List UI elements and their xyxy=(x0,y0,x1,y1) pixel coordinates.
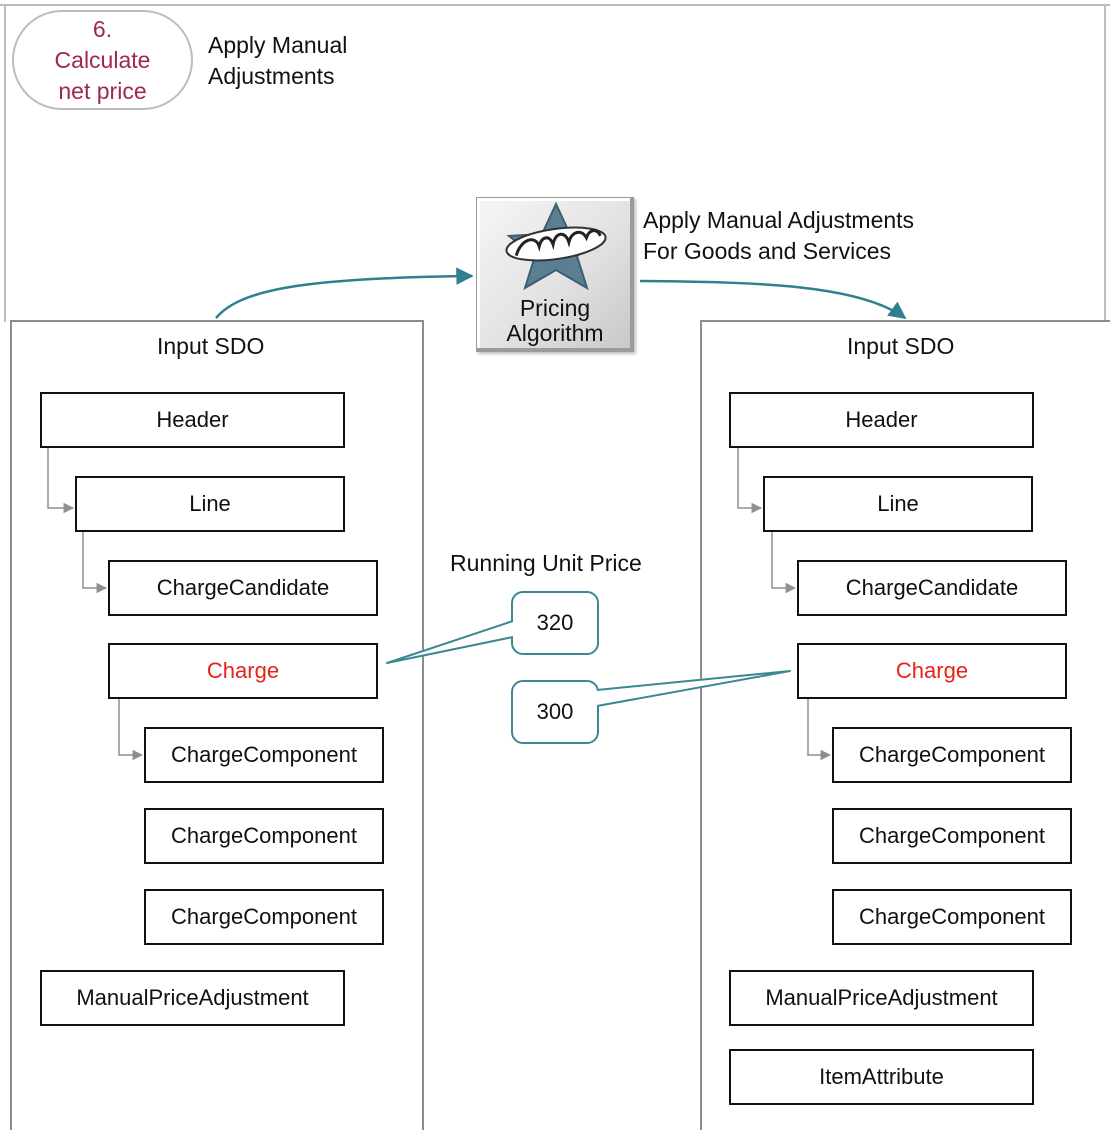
algorithm-caption: Apply Manual Adjustments For Goods and S… xyxy=(643,205,914,267)
right-node-charge: Charge xyxy=(797,643,1067,699)
algorithm-caption-line1: Apply Manual Adjustments xyxy=(643,207,915,233)
flow-arrow-from-algorithm xyxy=(639,279,907,320)
right-panel-title: Input SDO xyxy=(847,333,955,359)
left-node-charge-component-2: ChargeComponent xyxy=(144,808,384,864)
left-node-manual-price-adjustment: ManualPriceAdjustment xyxy=(40,970,345,1026)
right-node-manual-price-adjustment: ManualPriceAdjustment xyxy=(729,970,1034,1026)
step-title-line2: Adjustments xyxy=(208,63,335,89)
right-node-charge-candidate: ChargeCandidate xyxy=(797,560,1067,616)
algorithm-caption-line2: For Goods and Services xyxy=(643,238,892,264)
right-node-charge-component-2: ChargeComponent xyxy=(832,808,1072,864)
flow-arrow-to-algorithm xyxy=(215,267,474,319)
step-title: Apply Manual Adjustments xyxy=(208,30,347,92)
right-node-item-attribute: ItemAttribute xyxy=(729,1049,1034,1105)
groovy-star-logo-icon xyxy=(505,201,607,291)
step-label-line1: Calculate xyxy=(54,46,151,73)
left-node-header: Header xyxy=(40,392,345,448)
frame-left-border xyxy=(4,4,6,322)
pricing-algorithm-label-line1: Pricing xyxy=(519,295,591,321)
left-node-charge-component-1: ChargeComponent xyxy=(144,727,384,783)
left-panel-title: Input SDO xyxy=(157,333,265,359)
pricing-algorithm-label-line2: Algorithm xyxy=(506,320,604,346)
step-badge: 6. Calculate net price xyxy=(12,10,193,110)
pricing-algorithm-label: Pricing Algorithm xyxy=(477,296,633,346)
pricing-algorithm-box: Pricing Algorithm xyxy=(476,197,634,352)
right-node-charge-component-1: ChargeComponent xyxy=(832,727,1072,783)
right-node-charge-component-3: ChargeComponent xyxy=(832,889,1072,945)
step-number: 6. xyxy=(92,15,113,42)
step-label-line2: net price xyxy=(58,77,147,104)
frame-right-border xyxy=(1104,4,1106,322)
left-node-line: Line xyxy=(75,476,345,532)
left-node-charge: Charge xyxy=(108,643,378,699)
price-callout-300: 300 xyxy=(511,680,599,744)
running-unit-price-label: Running Unit Price xyxy=(450,550,642,576)
left-node-charge-component-3: ChargeComponent xyxy=(144,889,384,945)
price-callout-320: 320 xyxy=(511,591,599,655)
step-title-line1: Apply Manual xyxy=(208,32,348,58)
left-node-charge-candidate: ChargeCandidate xyxy=(108,560,378,616)
frame-top-border xyxy=(0,4,1110,6)
right-node-header: Header xyxy=(729,392,1034,448)
right-node-line: Line xyxy=(763,476,1033,532)
